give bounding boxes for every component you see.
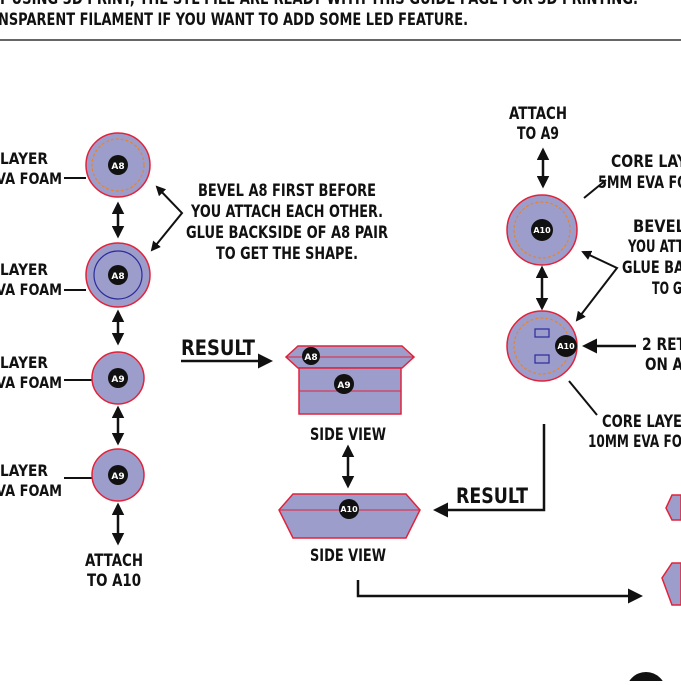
- led-slot: [534, 354, 550, 364]
- badge: [108, 368, 128, 388]
- bevel-note-line: BEVEL A8 FIRST BEFORE: [198, 181, 376, 201]
- badge: [108, 465, 128, 485]
- badge-label: A10: [340, 505, 358, 514]
- badge: [531, 219, 553, 241]
- bevel-note-line: YOU ATT: [627, 237, 681, 257]
- badge-label: A10: [557, 342, 575, 351]
- side-view-label: SIDE VIEW: [310, 546, 386, 566]
- attach-label-2: TO A10: [87, 571, 141, 591]
- layer-label: LAYER: [0, 260, 48, 279]
- badge-label: A9: [111, 472, 124, 482]
- right-layer-2: A10: [506, 310, 578, 382]
- bevel-note: BEVEL A8 FIRST BEFORE YOU ATTACH EACH OT…: [186, 181, 388, 264]
- bevel-note-pointer: [150, 185, 184, 252]
- badge-label: A8: [111, 162, 124, 172]
- attach-label-1: ATTACH: [509, 104, 567, 124]
- bevel-note-line: TO G: [652, 279, 681, 299]
- badge: [339, 499, 359, 519]
- result-label: RESULT: [181, 336, 256, 360]
- layer-material: VA FOAM: [0, 481, 62, 500]
- badge-label: A10: [533, 226, 551, 235]
- badge: [555, 335, 577, 357]
- left-layer-3: LAYER VA FOAM A9: [0, 351, 145, 405]
- core-layer-top-1: CORE LAY: [611, 152, 681, 172]
- result-arrow: [433, 424, 546, 518]
- left-layer-4: LAYER VA FOAM A9: [0, 448, 145, 502]
- left-layer-2: LAYER VA FOAM A8: [0, 242, 151, 308]
- layer-material: VA FOAM: [0, 373, 62, 392]
- bevel-pointer: [575, 250, 619, 322]
- partial-badge: [627, 672, 665, 685]
- side-view-a8-a9: A8 A9: [284, 345, 416, 415]
- result-label: RESULT: [456, 484, 529, 508]
- badge: [302, 347, 320, 365]
- bevel-note-line: BEVEL: [633, 217, 681, 237]
- layer-label: LAYER: [0, 149, 48, 168]
- header-line-2: NSPARENT FILAMENT IF YOU WANT TO ADD SOM…: [0, 10, 468, 30]
- leader-line: [583, 179, 607, 199]
- bevel-note-line: YOU ATTACH EACH OTHER.: [190, 202, 383, 222]
- layer-material: VA FOAM: [0, 280, 62, 299]
- leader-line: [568, 380, 598, 416]
- core-layer-bottom-1: CORE LAYE: [602, 412, 681, 432]
- retention-label-2: ON A: [645, 355, 681, 375]
- left-layer-1: LAYER VA FOAM A8: [0, 132, 151, 198]
- right-layer-1: A10: [506, 194, 578, 266]
- bevel-note-line: GLUE BACKSIDE OF A8 PAIR: [186, 223, 388, 243]
- flow-arrow: [356, 580, 643, 604]
- layer-label: LAYER: [0, 461, 48, 480]
- retention-label-1: 2 RET: [642, 335, 681, 355]
- badge: [108, 265, 128, 285]
- bevel-note-line: GLUE BA: [622, 258, 681, 278]
- side-view-a10: A10: [278, 493, 421, 539]
- layer-material: VA FOAM: [0, 169, 62, 188]
- attach-label-2: TO A9: [517, 124, 559, 144]
- header-line-1: T USING 3D PRINT, THE STL FILE ARE READY…: [0, 0, 638, 9]
- badge-label: A9: [337, 381, 350, 391]
- led-slot: [534, 328, 550, 338]
- badge-label: A8: [304, 353, 317, 363]
- core-layer-top-2: 5MM EVA FO: [598, 173, 681, 193]
- badge: [334, 374, 354, 394]
- badge: [108, 155, 128, 175]
- side-view-label: SIDE VIEW: [310, 425, 386, 445]
- badge-label: A8: [111, 272, 124, 282]
- partial-piece: [665, 494, 681, 521]
- attach-label-1: ATTACH: [85, 551, 143, 571]
- layer-label: LAYER: [0, 353, 48, 372]
- core-layer-bottom-2: 10MM EVA FO: [588, 432, 681, 452]
- badge-label: A9: [111, 375, 124, 385]
- bevel-note-line: TO GET THE SHAPE.: [216, 244, 358, 264]
- partial-piece: [661, 562, 681, 606]
